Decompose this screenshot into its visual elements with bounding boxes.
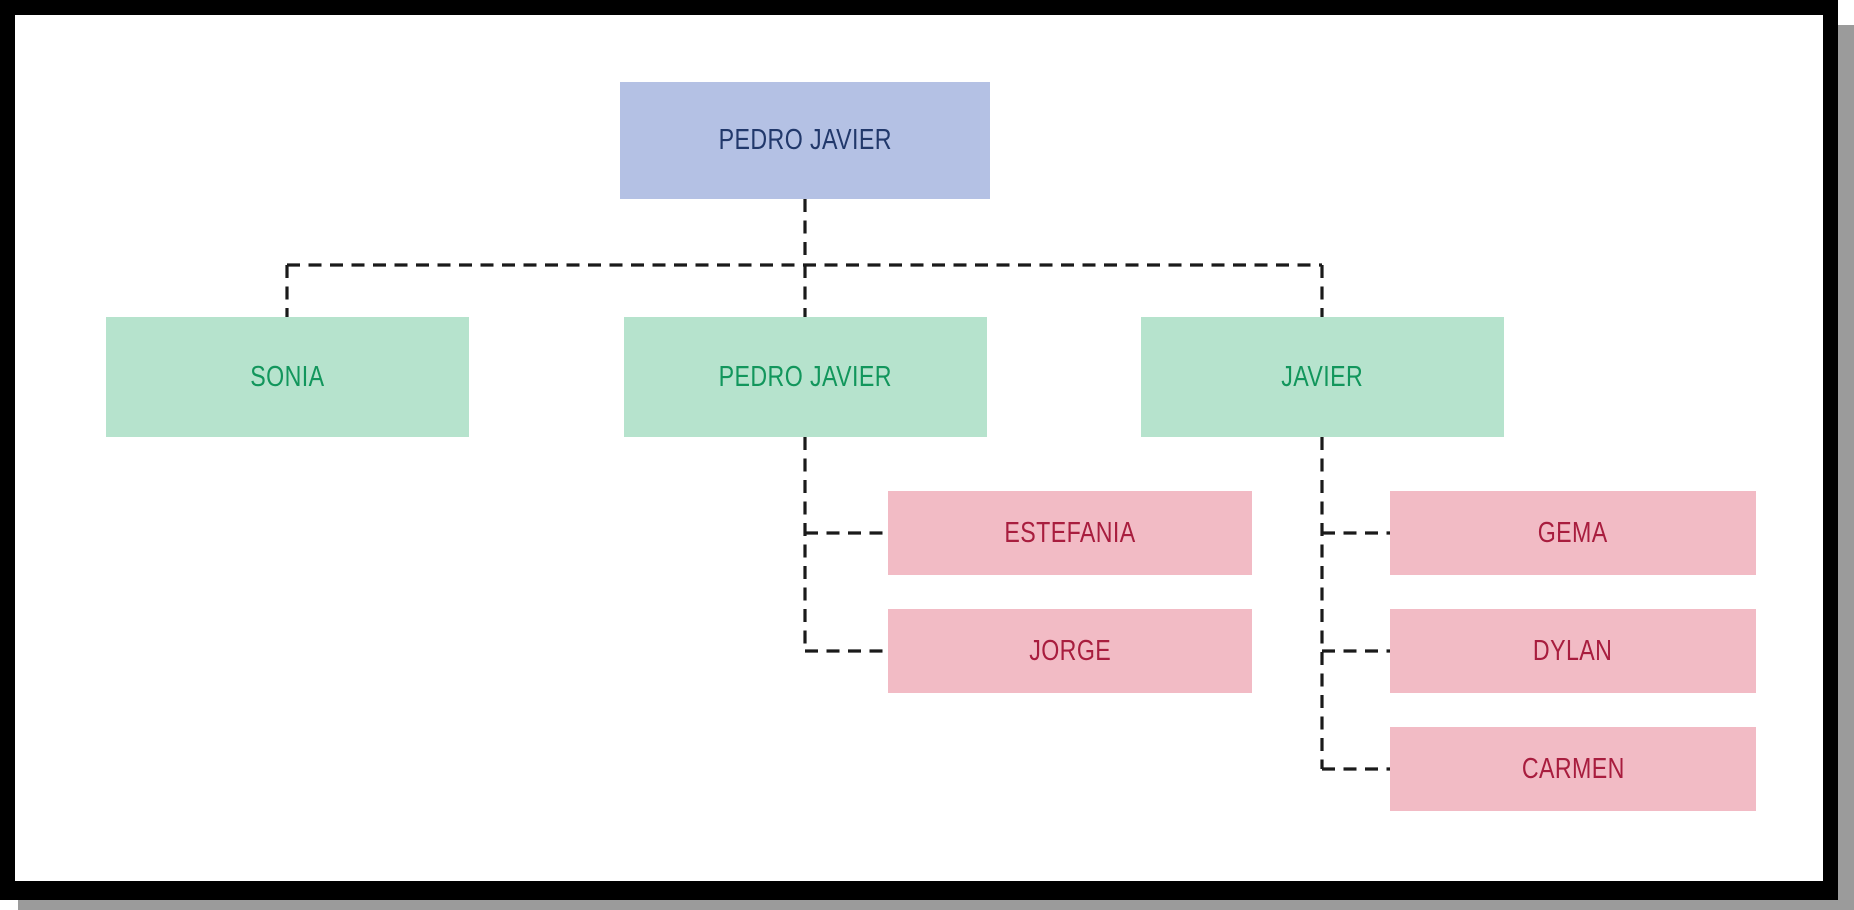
node-label: DYLAN — [1533, 634, 1613, 667]
node-label: GEMA — [1538, 516, 1608, 549]
node-root-pedro-javier: PEDRO JAVIER — [620, 82, 990, 199]
node-label: PEDRO JAVIER — [718, 124, 892, 156]
node-label: ESTEFANIA — [1004, 516, 1136, 549]
node-jorge: JORGE — [888, 609, 1252, 693]
node-dylan: DYLAN — [1390, 609, 1756, 693]
node-gema: GEMA — [1390, 491, 1756, 575]
node-label: PEDRO JAVIER — [718, 360, 893, 393]
node-javier: JAVIER — [1141, 317, 1504, 437]
node-sonia: SONIA — [106, 317, 469, 437]
node-label: SONIA — [250, 360, 325, 393]
node-label: CARMEN — [1521, 752, 1625, 785]
node-pedro-javier-child: PEDRO JAVIER — [624, 317, 987, 437]
node-estefania: ESTEFANIA — [888, 491, 1252, 575]
node-label: JORGE — [1029, 634, 1111, 667]
node-label: JAVIER — [1281, 360, 1364, 393]
node-carmen: CARMEN — [1390, 727, 1756, 811]
